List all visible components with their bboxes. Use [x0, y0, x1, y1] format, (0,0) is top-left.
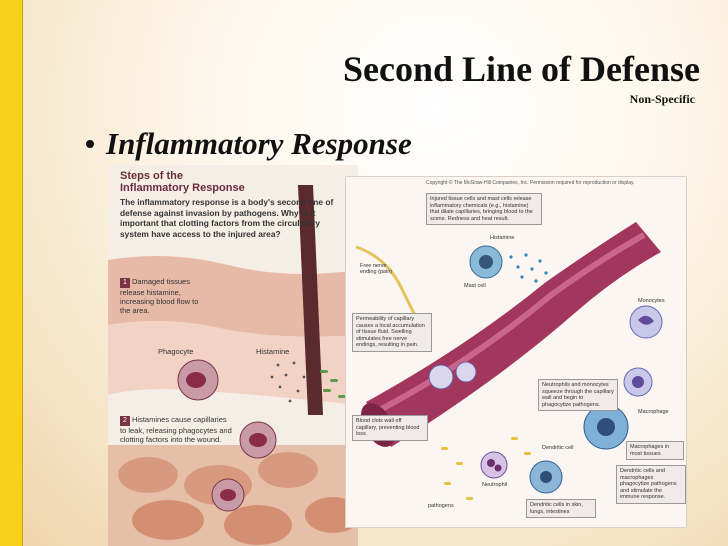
nerve-ending-label: Free nerve ending (pain) — [360, 263, 396, 275]
monocytes-label: Monocytes — [638, 298, 665, 304]
neutrophil-label: Neutrophil — [482, 482, 507, 488]
copyright-note: Copyright © The McGraw-Hill Companies, I… — [426, 180, 635, 186]
pathogens-label: pathogens — [428, 503, 454, 509]
callout-neutrophils: Neutrophils and monocytes squeeze throug… — [538, 379, 618, 411]
callout-permeability: Permeability of capillary causes a local… — [352, 313, 432, 352]
figure-heading-line2: Inflammatory Response — [120, 182, 245, 194]
histamine-label-right: Histamine — [490, 235, 514, 241]
callout-macrophages-tissues: Macrophages in most tissues — [626, 441, 684, 460]
figure-heading: Steps of the Inflammatory Response — [120, 170, 245, 194]
capillary-illustration: Copyright © The McGraw-Hill Companies, I… — [345, 176, 687, 528]
callout-blood-clots: Blood clots wall off capillary, preventi… — [352, 415, 428, 441]
figure-heading-line1: Steps of the — [120, 170, 245, 182]
callout-injured-tissue: Injured tissue cells and mast cells rele… — [426, 193, 542, 225]
inflammatory-steps-illustration: Steps of the Inflammatory Response The i… — [108, 165, 358, 546]
step-1-description: Damaged tissues release histamine, incre… — [120, 277, 198, 315]
histamine-label: Histamine — [256, 347, 289, 356]
bullet-icon — [86, 140, 94, 148]
callout-dendritic-skin: Dendritic cells in skin, lungs, intestin… — [526, 499, 596, 518]
callout-dendritic-macrophages: Dendritic cells and macrophages phagocyt… — [616, 465, 686, 504]
macrophage-label: Macrophage — [638, 409, 669, 415]
step-2-description: Histamines cause capillaries to leak, re… — [120, 415, 232, 444]
figure-intro: The inflammatory response is a body's se… — [120, 197, 350, 239]
bullet-text: Inflammatory Response — [106, 126, 412, 162]
slide-title: Second Line of Defense — [200, 48, 700, 90]
slide-subtitle: Non-Specific — [540, 92, 695, 107]
step-1-number: 1 — [120, 278, 130, 288]
step-2-number: 2 — [120, 416, 130, 426]
dendritic-cell-label: Dendritic cell — [542, 445, 573, 451]
mast-cell-label: Mast cell — [464, 283, 486, 289]
phagocyte-label: Phagocyte — [158, 347, 193, 356]
slide-accent-bar — [0, 0, 23, 546]
